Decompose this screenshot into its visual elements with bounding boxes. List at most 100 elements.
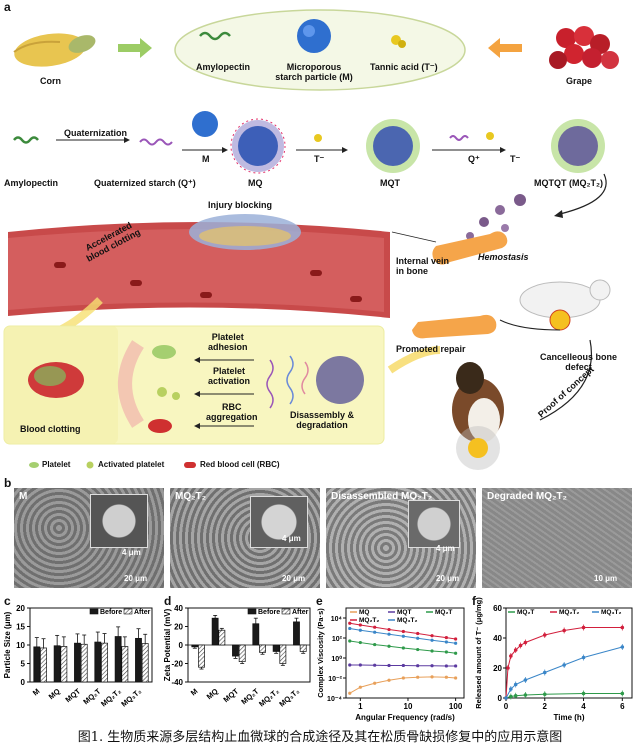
series-line — [505, 627, 623, 699]
legend-label: After — [134, 609, 151, 616]
bar-after — [141, 643, 149, 683]
data-point — [504, 696, 508, 700]
data-point — [373, 663, 377, 667]
x-tick-label: 6 — [620, 702, 625, 711]
corn-illustration — [13, 33, 96, 67]
label-microporous: Microporous starch particle (M) — [275, 62, 353, 82]
legend-swatch — [123, 608, 133, 615]
data-point — [373, 681, 377, 685]
data-point — [358, 640, 362, 645]
data-point — [416, 664, 420, 668]
legend-label: MQT — [397, 609, 411, 616]
panel-c-letter: c — [4, 594, 11, 608]
data-point — [348, 626, 352, 631]
y-tick-label: 10⁰ — [331, 655, 342, 663]
x-axis-label: Angular Frequency (rad/s) — [355, 713, 455, 722]
bar-after — [299, 644, 307, 652]
label-amylopectin-row: Amylopectin — [4, 178, 59, 188]
bar-after — [259, 644, 266, 653]
bar-after — [218, 629, 226, 646]
data-point — [387, 632, 391, 636]
y-tick-label: 10² — [332, 636, 343, 643]
sem-scale-inset: 4 μm — [436, 544, 455, 553]
corn-arrow — [118, 38, 152, 58]
y-axis-label: Particle Size (μm) — [3, 611, 12, 678]
label-mq: MQ — [248, 178, 263, 188]
bar-before — [272, 644, 280, 652]
bar-before — [114, 636, 122, 683]
data-point — [358, 628, 362, 632]
bar-before — [191, 644, 199, 648]
data-point — [444, 650, 448, 654]
y-tick-label: 10⁻⁴ — [327, 696, 342, 703]
y-tick-label: 20 — [16, 604, 25, 613]
x-tick-label: MQ — [47, 687, 62, 702]
data-point — [387, 678, 391, 682]
panel-f-letter: f — [472, 594, 476, 608]
label-grape: Grape — [566, 76, 593, 86]
y-axis-label: Zeta Potential (mV) — [163, 608, 172, 681]
sem-title: Disassembled MQ₂T₂ — [331, 491, 433, 502]
x-tick-label: 2 — [543, 702, 548, 711]
data-point — [454, 651, 458, 655]
x-tick-label: 100 — [449, 702, 463, 711]
legend-rbc: Red blood cell (RBC) — [200, 460, 280, 469]
x-tick-label: MQ₃T₂ — [119, 687, 143, 709]
label-disassembly: Disassembly & degradation — [290, 410, 355, 430]
bar-after — [101, 642, 108, 683]
x-tick-label: M — [31, 687, 42, 698]
label-arrow-t: T⁻ — [314, 154, 325, 164]
data-point — [454, 637, 458, 641]
sem-inset — [408, 500, 460, 548]
data-point — [373, 630, 377, 634]
data-point — [348, 639, 352, 643]
data-point — [387, 644, 391, 648]
bar-before — [74, 642, 81, 683]
bar-before — [94, 641, 102, 683]
x-tick-label: MQ₂T₂ — [257, 687, 281, 709]
bar-before — [293, 621, 300, 646]
sem-title: M — [19, 491, 28, 502]
plot-frame — [505, 607, 633, 699]
label-internal-vein: Internal vein in bone — [396, 256, 450, 276]
data-point — [416, 631, 420, 636]
legend-label: Before — [100, 609, 122, 616]
y-tick-label: 5 — [21, 660, 26, 669]
label-arrow-m: M — [202, 154, 210, 164]
x-tick-label: 1 — [358, 702, 363, 711]
data-point — [348, 663, 352, 667]
data-point — [416, 636, 420, 640]
bar-before — [232, 644, 239, 657]
data-point — [358, 685, 362, 689]
sem-scale-main: 10 μm — [594, 574, 618, 583]
label-cancellous: Cancelleous bone defect — [540, 352, 618, 372]
sem-title: MQ₂T₂ — [175, 491, 207, 502]
x-axis-label: Time (h) — [554, 713, 585, 722]
sem-inset — [90, 494, 148, 548]
data-point — [430, 634, 434, 638]
label-tannic: Tannic acid (T⁻) — [370, 62, 438, 72]
sem-inset — [250, 496, 308, 548]
data-point — [416, 675, 420, 679]
data-point — [430, 675, 434, 679]
y-tick-label: 40 — [174, 604, 183, 613]
data-point — [430, 649, 434, 653]
bar-before — [53, 645, 61, 683]
legend-label: After — [292, 609, 309, 616]
bar-after — [40, 647, 47, 683]
legend-swatch — [281, 608, 291, 615]
data-point — [444, 640, 448, 644]
y-tick-label: 10⁻² — [328, 676, 342, 683]
legend-label: Before — [258, 609, 280, 616]
label-hemostasis: Hemostasis — [478, 252, 529, 262]
panel-b-letter: b — [4, 476, 12, 490]
x-tick-label: M — [189, 687, 200, 698]
sem-scale-main: 20 μm — [282, 574, 306, 583]
legend-label: MQ₂T — [435, 609, 452, 616]
x-tick-label: 10 — [404, 702, 413, 711]
panel-e-letter: e — [316, 594, 323, 608]
legend-label: MQ — [359, 609, 369, 616]
label-mqtqt: MQTQT (MQ₂T₂) — [534, 178, 603, 188]
